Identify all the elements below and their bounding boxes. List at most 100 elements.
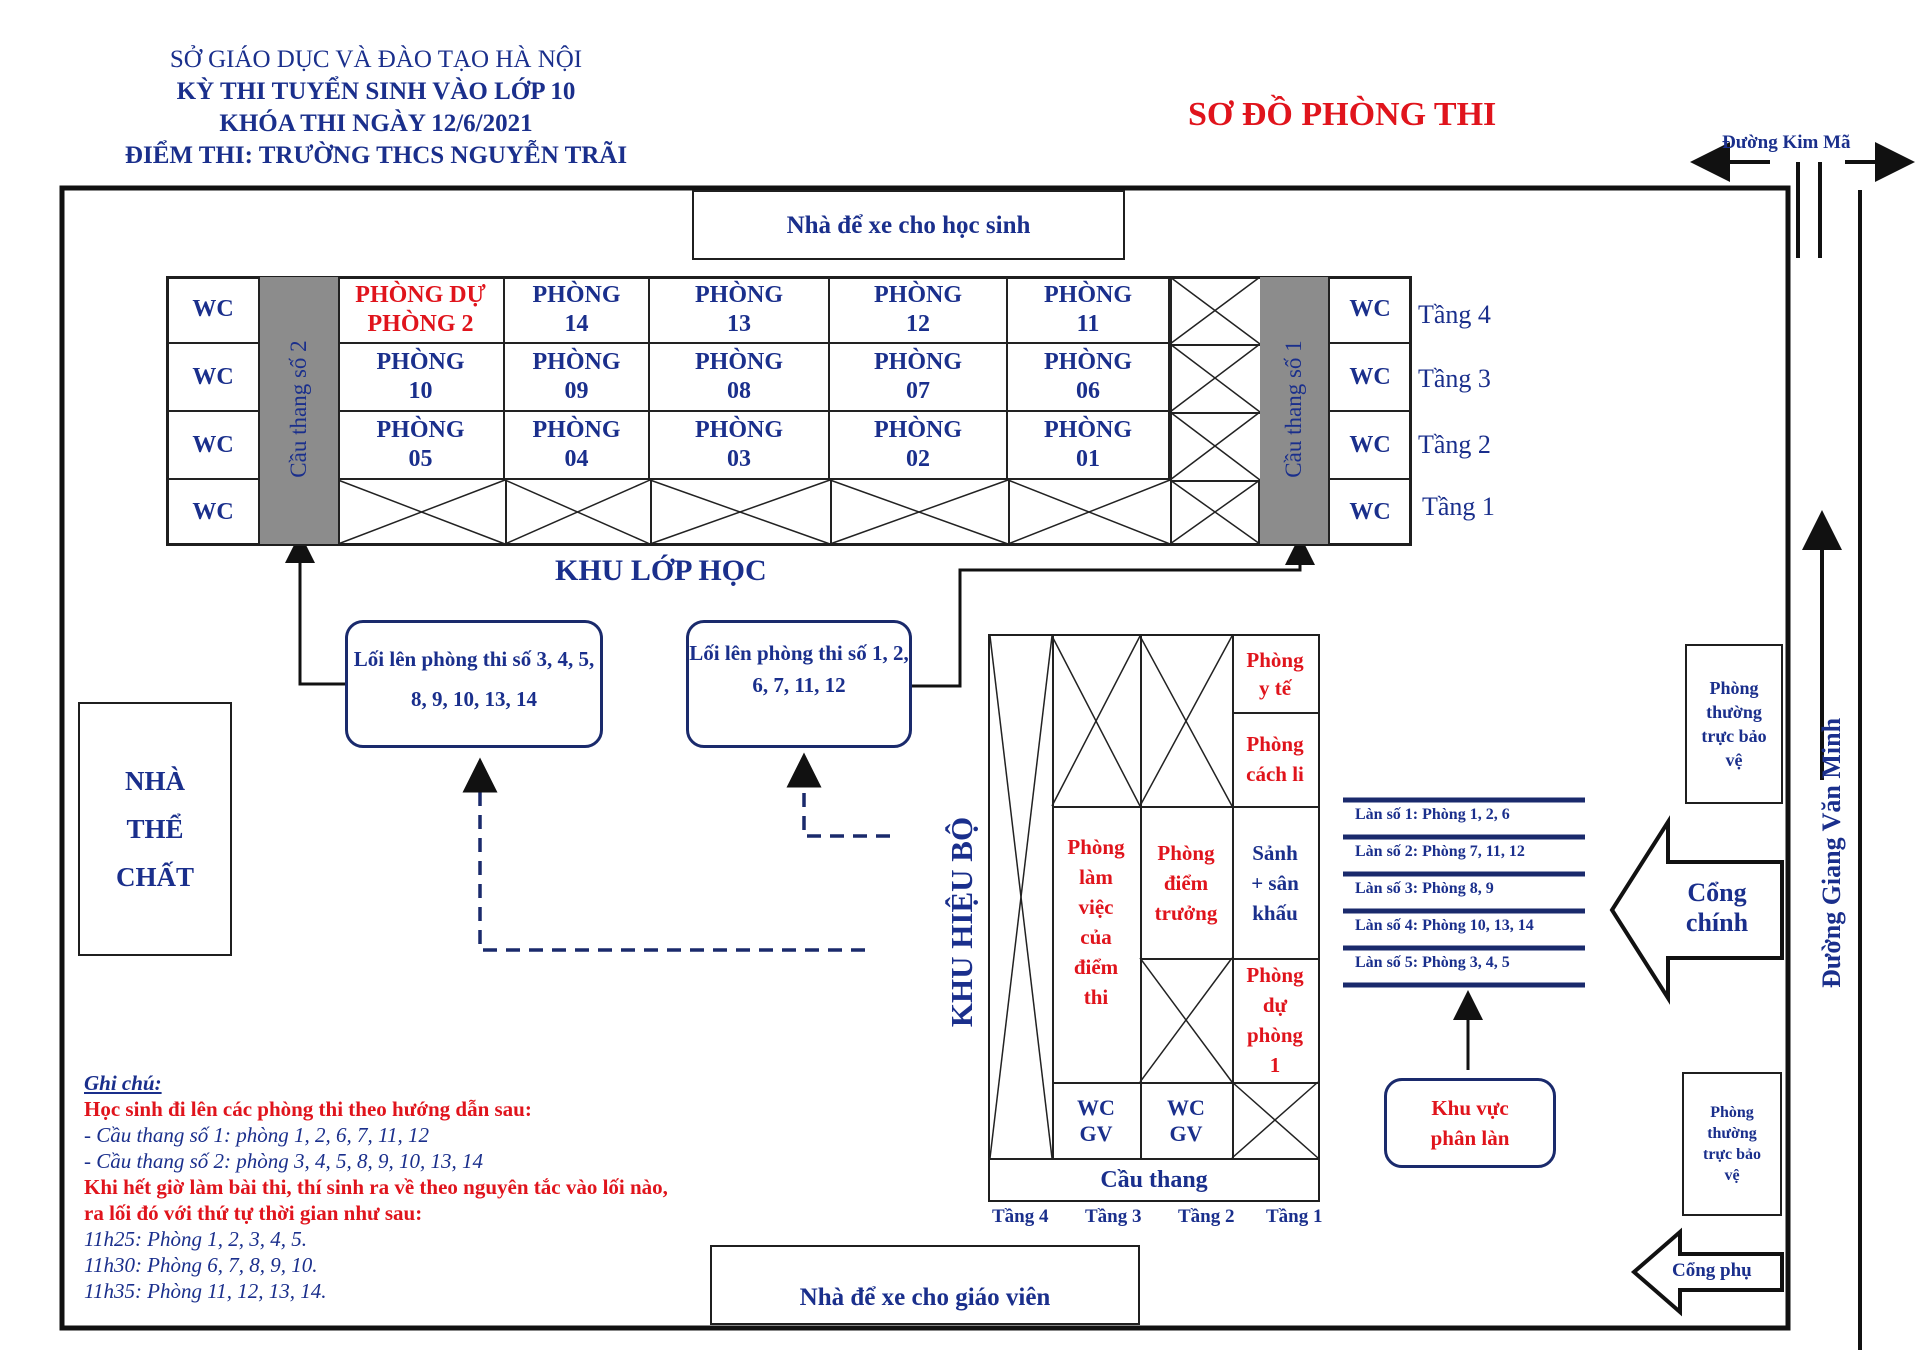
room-06-label: PHÒNG 06 bbox=[1044, 349, 1132, 404]
path-to-stair-1 bbox=[910, 535, 1315, 688]
room-11-label: PHÒNG 11 bbox=[1044, 281, 1132, 337]
dashed-route-b bbox=[786, 752, 890, 838]
admin-col-line-1 bbox=[1052, 636, 1054, 1158]
room-11: PHÒNG 11 bbox=[1008, 277, 1170, 344]
header-line-1: SỞ GIÁO DỤC VÀ ĐÀO TẠO HÀ NỘI bbox=[169, 46, 583, 73]
wc-right-floor-3: WC bbox=[1330, 344, 1410, 412]
medical-room-label: Phòng y tế bbox=[1246, 648, 1304, 700]
teacher-parking: Nhà để xe cho giáo viên bbox=[710, 1245, 1140, 1325]
hall-stage-label: Sảnh + sân khấu bbox=[1251, 841, 1299, 925]
guard-room-2-label: Phòng thường trực bảo vệ bbox=[1702, 1104, 1762, 1184]
notes-line-2: - Cầu thang số 1: phòng 1, 2, 6, 7, 11, … bbox=[84, 1123, 429, 1147]
unused-rooms-crosses bbox=[337, 276, 1319, 1159]
guard-room-1: Phòng thường trực bảo vệ bbox=[1685, 644, 1783, 804]
lane-area-label: Khu vực phân làn bbox=[1430, 1096, 1510, 1150]
admin-row-line-4 bbox=[1052, 1082, 1318, 1084]
floor-1-divider-4 bbox=[1008, 480, 1010, 544]
stair-2-label: Cầu thang số 2 bbox=[286, 340, 311, 478]
student-parking: Nhà để xe cho học sinh bbox=[692, 190, 1125, 260]
header-line-3: KHÓA THI NGÀY 12/6/2021 bbox=[219, 110, 533, 137]
side-gate-label: Cổng phụ bbox=[1672, 1260, 1752, 1281]
medical-room: Phòng y tế bbox=[1232, 636, 1318, 712]
room-reserve-2: PHÒNG DỰ PHÒNG 2 bbox=[338, 277, 505, 344]
admin-row-line-5 bbox=[988, 1158, 1320, 1160]
room-02-label: PHÒNG 02 bbox=[874, 417, 962, 472]
floor-1-row bbox=[338, 480, 1260, 544]
classroom-block-label: KHU LỚP HỌC bbox=[555, 554, 767, 587]
classroom-block bbox=[166, 276, 1412, 546]
admin-row-line-2 bbox=[1232, 712, 1318, 714]
wc-right-floor-4: WC bbox=[1330, 277, 1410, 344]
room-04: PHÒNG 04 bbox=[505, 412, 650, 480]
floor-label-4: Tầng 4 bbox=[1418, 300, 1491, 329]
admin-floor-4: Tầng 4 bbox=[992, 1206, 1049, 1227]
admin-col-line-2 bbox=[1140, 636, 1142, 1158]
reserve-room-1: Phòng dự phòng 1 bbox=[1232, 958, 1318, 1082]
room-09: PHÒNG 09 bbox=[505, 344, 650, 412]
notes-line-5: 11h25: Phòng 1, 2, 3, 4, 5. bbox=[84, 1227, 308, 1251]
room-05-label: PHÒNG 05 bbox=[376, 417, 465, 472]
notes-title: Ghi chú: bbox=[84, 1071, 162, 1095]
path-to-stair-2 bbox=[285, 533, 345, 686]
room-10-label: PHÒNG 10 bbox=[376, 349, 465, 404]
gym-label: NHÀ THỂ CHẤT bbox=[115, 766, 194, 892]
admin-row-line-1 bbox=[1052, 806, 1318, 808]
room-14: PHÒNG 14 bbox=[505, 277, 650, 344]
wc-gv-2-label: WC GV bbox=[1167, 1095, 1205, 1146]
room-07-label: PHÒNG 07 bbox=[874, 349, 962, 404]
wc-gv-1-label: WC GV bbox=[1077, 1095, 1115, 1146]
right-col-line-1 bbox=[1170, 344, 1260, 346]
floor-1-dividers bbox=[505, 480, 507, 544]
lane-1: Làn số 1: Phòng 1, 2, 6 bbox=[1355, 806, 1510, 823]
lane-2: Làn số 2: Phòng 7, 11, 12 bbox=[1355, 843, 1525, 860]
room-08: PHÒNG 08 bbox=[650, 344, 830, 412]
stair-2 bbox=[260, 277, 340, 544]
work-room-label: Phòng làm việc của điểm thi bbox=[1067, 835, 1125, 1009]
lane-3: Làn số 3: Phòng 8, 9 bbox=[1355, 880, 1494, 897]
room-01: PHÒNG 01 bbox=[1008, 412, 1170, 480]
wc-left-floor-3: WC bbox=[168, 344, 260, 412]
road-giang-van-minh-label: Đường Giang Văn Minh bbox=[1817, 717, 1846, 989]
main-gate-label: Cổng chính bbox=[1662, 868, 1772, 948]
main-gate-arrow bbox=[1609, 815, 1784, 1005]
path-box-stair-1-text: Lối lên phòng thi số 1, 2, 6, 7, 11, 12 bbox=[689, 641, 909, 697]
wc-left-floor-2: WC bbox=[168, 412, 260, 480]
lane-4: Làn số 4: Phòng 10, 13, 14 bbox=[1355, 917, 1534, 934]
lane-5: Làn số 5: Phòng 3, 4, 5 bbox=[1355, 954, 1510, 971]
hall-stage: Sảnh + sân khấu bbox=[1232, 808, 1318, 958]
floor-label-1: Tầng 1 bbox=[1422, 492, 1495, 521]
path-box-stair-2: Lối lên phòng thi số 3, 4, 5, 8, 9, 10, … bbox=[345, 620, 603, 748]
work-room: Phòng làm việc của điểm thi bbox=[1052, 808, 1140, 1082]
room-03-label: PHÒNG 03 bbox=[695, 417, 783, 472]
school-boundary bbox=[59, 185, 1791, 1331]
room-14-label: PHÒNG 14 bbox=[532, 281, 621, 337]
gym: NHÀ THỂ CHẤT bbox=[78, 702, 232, 956]
admin-block-label: KHU HIỆU BỘ bbox=[944, 816, 979, 1028]
principal-room-label: Phòng điểm trưởng bbox=[1154, 841, 1218, 925]
guard-room-1-label: Phòng thường trực bảo vệ bbox=[1701, 678, 1767, 770]
notes-line-6: 11h30: Phòng 6, 7, 8, 9, 10. bbox=[84, 1253, 318, 1277]
admin-floor-2: Tầng 2 bbox=[1178, 1206, 1235, 1227]
lane-lines bbox=[1343, 797, 1585, 988]
wc-right-floor-2: WC bbox=[1330, 412, 1410, 480]
path-box-stair-2-text: Lối lên phòng thi số 3, 4, 5, 8, 9, 10, … bbox=[353, 647, 595, 711]
room-06: PHÒNG 06 bbox=[1008, 344, 1170, 412]
notes-line-3: - Cầu thang số 2: phòng 3, 4, 5, 8, 9, 1… bbox=[84, 1149, 483, 1173]
room-03: PHÒNG 03 bbox=[650, 412, 830, 480]
room-13: PHÒNG 13 bbox=[650, 277, 830, 344]
stair-1 bbox=[1260, 277, 1330, 544]
floor-1-divider-2 bbox=[650, 480, 652, 544]
dashed-route-a bbox=[462, 757, 865, 952]
notes-line-1: Học sinh đi lên các phòng thi theo hướng… bbox=[84, 1097, 532, 1121]
wc-right-floor-1: WC bbox=[1349, 498, 1391, 525]
room-04-label: PHÒNG 04 bbox=[532, 417, 621, 472]
admin-row-line-3 bbox=[1140, 958, 1318, 960]
room-12-label: PHÒNG 12 bbox=[874, 281, 962, 337]
wc-gv-1: WC GV bbox=[1052, 1084, 1140, 1158]
admin-stairs: Cầu thang bbox=[1100, 1166, 1208, 1193]
side-gate-arrow bbox=[1630, 1227, 1784, 1317]
floor-1-divider-3 bbox=[830, 480, 832, 544]
stair-1-label: Cầu thang số 1 bbox=[1281, 340, 1306, 478]
wc-left-floor-4: WC bbox=[168, 277, 260, 344]
reserve-room-1-label: Phòng dự phòng 1 bbox=[1246, 963, 1304, 1077]
